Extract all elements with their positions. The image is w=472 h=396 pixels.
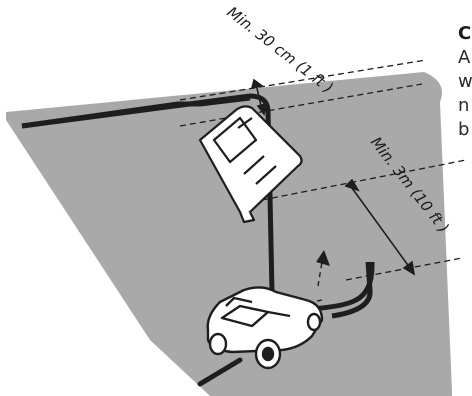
side-text-heading: C [458,23,472,44]
distance-arrow-straight [344,178,416,276]
charging-station [198,105,303,224]
side-text-line-4: b [458,119,470,140]
side-text-line-2: w [458,71,472,92]
robotic-mower [206,286,324,370]
side-text-line-3: n [458,95,470,116]
label-min-distance-station: Min. 30 cm (1 ft ) [224,3,337,97]
boundary-wire-lower [197,357,243,387]
dashed-reference-lines [179,59,467,281]
distance-arrow-station [250,78,268,116]
side-text-line-1: A [458,47,471,68]
side-text-column: C A w n b [458,22,472,142]
guide-arrow-head [316,250,330,266]
